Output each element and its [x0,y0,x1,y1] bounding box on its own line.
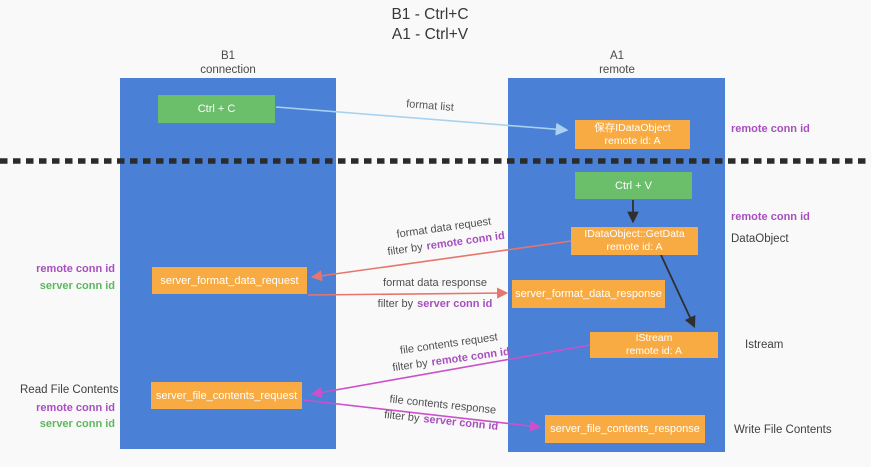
node-istream-line2: remote id: A [625,345,683,357]
filter-prefix: filter by [377,298,414,310]
lane-a1-role: remote [599,63,635,76]
node-ctrl-c: Ctrl + C [158,95,275,123]
lane-b1-name: B1 [220,50,236,62]
node-save-idataobject: 保存IDataObject remote id: A [575,120,690,149]
filter-prefix: filter by [386,241,424,259]
label-left-server-conn-id-1: server conn id [39,280,115,292]
node-istream: IStream remote id: A [590,332,718,358]
lane-header-b1: B1 connection [158,50,298,77]
label-left-remote-conn-id-2: remote conn id [36,402,115,414]
label-left-remote-conn-id-1: remote conn id [36,263,115,275]
title-line-2: A1 - Ctrl+V [391,26,469,43]
diagram-title: B1 - Ctrl+C A1 - Ctrl+V [330,5,530,45]
node-server-format-data-request: server_format_data_request [152,267,307,294]
label-left-server-conn-id-2: server conn id [39,418,115,430]
label-write-file-contents: Write File Contents [734,424,832,436]
lane-a1-name: A1 [609,50,625,62]
lane-header-a1: A1 remote [547,50,687,77]
filter-key: server conn id [417,298,493,310]
title-line-1: B1 - Ctrl+C [391,6,469,23]
label-read-file-contents: Read File Contents [20,384,119,396]
label-istream: Istream [745,339,784,351]
label-remote-conn-id-top: remote conn id [731,123,810,135]
node-save-idataobject-line2: remote id: A [604,134,661,147]
node-getdata-line1: IDataObject::GetData [584,228,685,240]
node-getdata-line2: remote id: A [606,241,663,253]
filter-prefix: filter by [391,357,429,375]
node-server-file-contents-request: server_file_contents_request [151,382,302,409]
label-remote-conn-id-mid: remote conn id [731,211,810,223]
lane-b1-role: connection [200,63,256,76]
flow-label-title: format data response [383,277,487,289]
label-dataobject: DataObject [731,233,789,245]
flow-label-format-list: format list [405,98,455,114]
node-server-format-data-response: server_format_data_response [512,280,665,308]
node-save-idataobject-line1: 保存IDataObject [594,121,671,134]
node-istream-line1: IStream [635,332,673,344]
node-server-file-contents-response: server_file_contents_response [545,415,705,443]
node-ctrl-v: Ctrl + V [575,172,692,199]
node-idataobject-getdata: IDataObject::GetData remote id: A [571,227,698,255]
filter-prefix: filter by [383,408,421,425]
